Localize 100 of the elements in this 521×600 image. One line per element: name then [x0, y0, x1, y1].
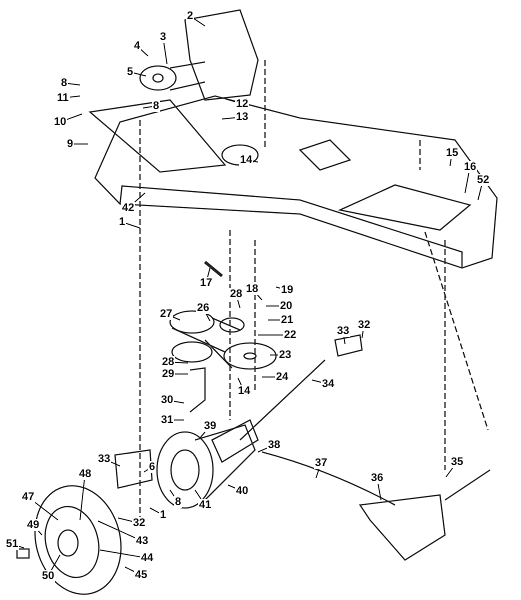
- callout-number: 44: [140, 552, 154, 564]
- callout-number: 1: [159, 509, 168, 521]
- callout-number: 24: [275, 371, 290, 383]
- leader-line: [68, 83, 80, 86]
- leader-line: [362, 330, 364, 338]
- callout-number: 12: [235, 98, 250, 110]
- callout-number: 9: [66, 138, 74, 150]
- leader-line: [276, 286, 280, 289]
- callout-number: 52: [476, 174, 490, 186]
- leader-line: [174, 362, 188, 364]
- callout-number: 33: [97, 453, 112, 465]
- callout-number: 16: [463, 161, 478, 173]
- callout-number: 23: [278, 349, 292, 361]
- leader-line: [478, 186, 482, 200]
- callout-number: 33: [336, 325, 350, 337]
- callout-number: 8: [174, 496, 182, 508]
- callout-number: 41: [198, 499, 212, 511]
- leader-line: [222, 117, 236, 120]
- leader-line: [150, 508, 160, 514]
- callout-number: 27: [159, 308, 174, 320]
- leader-line: [258, 448, 268, 452]
- leader-line: [126, 222, 140, 228]
- leader-line: [206, 314, 210, 322]
- callout-number: 17: [199, 277, 214, 289]
- callout-number: 6: [148, 461, 156, 473]
- callout-number: 49: [26, 519, 40, 531]
- callout-number: 4: [133, 40, 142, 52]
- leader-line: [450, 158, 452, 166]
- leader-line: [140, 49, 148, 56]
- callout-number: 3: [159, 31, 168, 43]
- leader-line: [124, 566, 134, 572]
- callout-number: 38: [267, 439, 282, 451]
- callout-number: 8: [152, 100, 160, 112]
- leader-line: [100, 550, 140, 558]
- callout-number: 11: [56, 92, 70, 104]
- leader-line: [194, 18, 206, 26]
- callout-number: 50: [41, 570, 56, 582]
- callout-number: 28: [229, 288, 244, 300]
- leader-line: [228, 484, 236, 488]
- leader-line: [316, 468, 320, 478]
- callout-number: 39: [203, 420, 218, 432]
- callout-number: 29: [161, 368, 176, 380]
- leader-line: [270, 354, 278, 356]
- callout-number: 35: [450, 456, 464, 468]
- callout-number: 18: [245, 283, 260, 295]
- callout-number: 19: [280, 284, 294, 296]
- callout-number: 22: [283, 329, 298, 341]
- callout-number: 28: [161, 356, 176, 368]
- leader-line: [174, 400, 184, 404]
- callout-number: 31: [160, 414, 174, 426]
- leader-line: [142, 106, 152, 108]
- leader-line: [343, 336, 346, 344]
- leader-line: [134, 72, 146, 76]
- callout-number: 5: [126, 66, 134, 78]
- callout-number: 30: [160, 394, 174, 406]
- leader-line: [464, 172, 470, 194]
- callout-number: 14: [237, 385, 252, 397]
- leader-line: [170, 490, 174, 496]
- leader-line: [50, 554, 60, 570]
- leader-line: [256, 294, 262, 300]
- callout-number: 14: [239, 154, 254, 166]
- leader-line: [66, 114, 82, 120]
- leader-line: [312, 380, 322, 383]
- callout-number: 8: [60, 77, 68, 89]
- leader-line: [98, 520, 136, 538]
- callout-number: 47: [21, 491, 36, 503]
- leader-line: [18, 546, 24, 548]
- leader-line: [110, 462, 120, 466]
- leader-line: [144, 469, 148, 472]
- callout-number: 21: [280, 314, 294, 326]
- leader-line: [163, 42, 168, 64]
- leader-line: [238, 378, 242, 386]
- callout-number: 37: [314, 457, 328, 469]
- leader-line: [207, 268, 210, 278]
- leader-line: [34, 502, 58, 520]
- leader-line: [118, 518, 132, 522]
- callout-number: 40: [235, 485, 250, 497]
- leader-line: [70, 96, 80, 98]
- callout-number: 45: [134, 569, 148, 581]
- leader-line: [134, 192, 146, 202]
- callout-number: 26: [196, 302, 210, 314]
- leader-line: [194, 490, 202, 500]
- leader-line: [200, 432, 206, 438]
- callout-number: 42: [121, 202, 136, 214]
- callout-number: 32: [132, 517, 146, 529]
- callout-number: 2: [186, 10, 194, 22]
- callout-number: 13: [235, 111, 250, 123]
- leader-line: [80, 480, 85, 520]
- callout-number: 10: [53, 116, 68, 128]
- callout-number: 36: [370, 472, 384, 484]
- leader-line: [172, 316, 180, 320]
- leader-line: [38, 530, 42, 536]
- leader-line: [258, 334, 284, 336]
- callout-number: 51: [5, 538, 20, 550]
- leader-line: [262, 376, 276, 378]
- callout-number: 34: [321, 378, 336, 390]
- callout-number: 43: [135, 535, 150, 547]
- leader-line: [252, 160, 258, 162]
- leader-line: [237, 300, 240, 308]
- leader-line: [378, 484, 382, 500]
